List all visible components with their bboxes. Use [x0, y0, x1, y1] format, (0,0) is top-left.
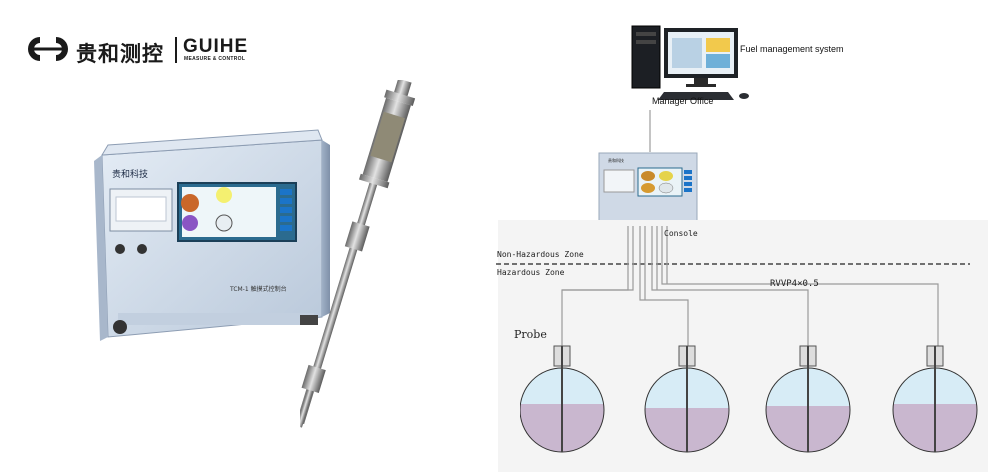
- logo-mark-icon: [28, 37, 68, 61]
- non-hazardous-zone-label: Non-Hazardous Zone: [497, 250, 584, 259]
- hazardous-zone-label: Hazardous Zone: [497, 268, 565, 277]
- logo-divider: [175, 37, 177, 63]
- console-label: Console: [664, 229, 698, 238]
- console-device-image: 贵和科技 TCM-1 触摸式控制台: [94, 129, 330, 341]
- tank-group: [520, 345, 978, 453]
- logo-tagline: MEASURE & CONTROL: [184, 56, 246, 62]
- tank-1: [520, 345, 605, 453]
- tank-3: [765, 345, 851, 453]
- probe-image: [300, 80, 416, 428]
- computer-icon: [631, 25, 749, 100]
- logo-english-name: GUIHE: [183, 36, 249, 57]
- device-model-text: TCM-1 触摸式控制台: [229, 285, 287, 293]
- logo-chinese-name: 贵和测控: [76, 42, 164, 66]
- tank-2: [644, 345, 730, 453]
- fuel-system-label: Fuel management system: [740, 44, 844, 54]
- console-diagram-icon: 贵和科技: [598, 152, 698, 224]
- manager-office-label: Manager Office: [652, 96, 714, 106]
- svg-text:贵和科技: 贵和科技: [608, 157, 624, 163]
- device-brand-text: 贵和科技: [112, 168, 148, 180]
- tank-4: [892, 345, 978, 453]
- probe-label: Probe: [514, 328, 547, 341]
- cable-spec-label: RVVP4×0.5: [770, 279, 819, 289]
